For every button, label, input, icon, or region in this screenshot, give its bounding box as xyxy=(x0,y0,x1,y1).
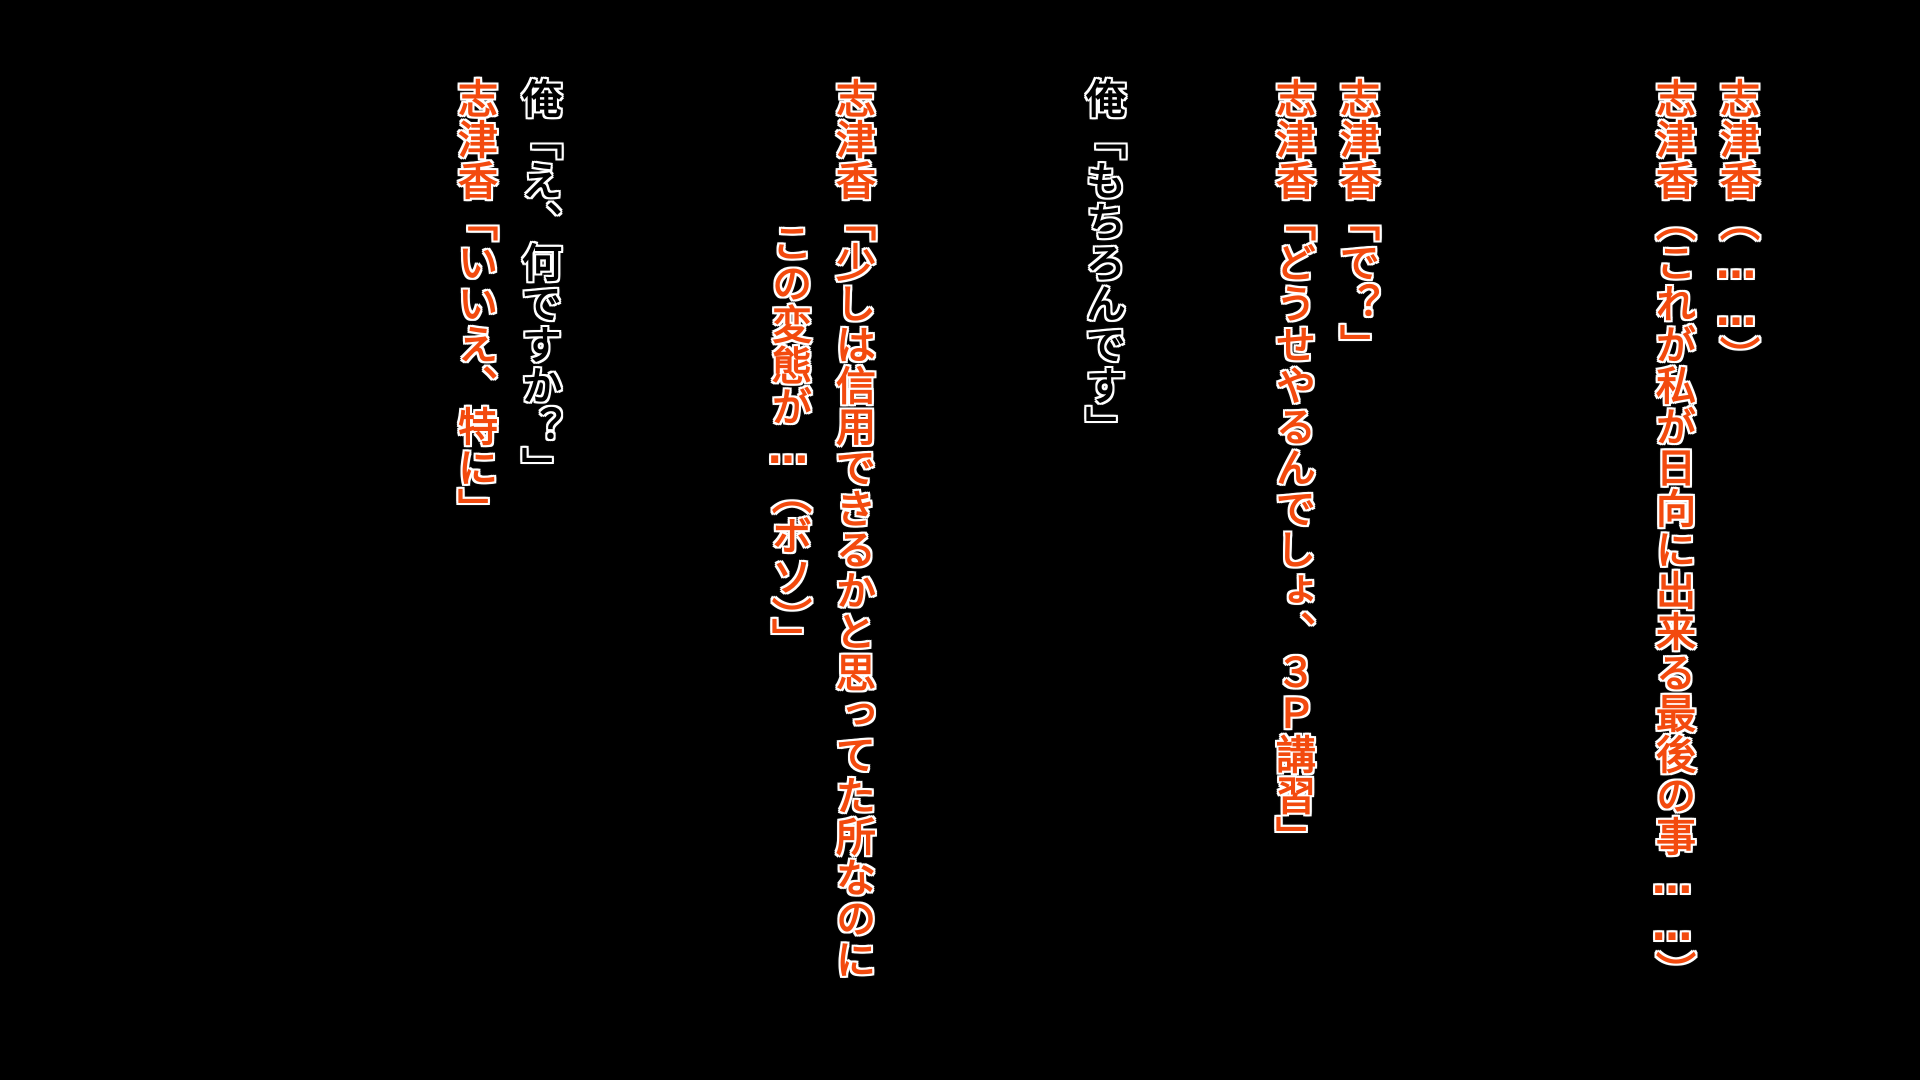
dialogue-line-shizuka-nothing: 志津香「いいえ、特に」 xyxy=(450,77,498,530)
dialogue-line-shizuka-mutter: この変態が…（ボソ）」 xyxy=(764,221,812,660)
dialogue-line-shizuka-silence: 志津香（……） xyxy=(1712,77,1760,378)
dialogue-line-shizuka-de: 志津香「で？」 xyxy=(1332,77,1380,366)
dialogue-line-shizuka-last-thing: 志津香（これが私が日向に出来る最後の事……） xyxy=(1648,77,1696,993)
dialogue-line-ore-what: 俺「え、何ですか？」 xyxy=(514,77,562,489)
dialogue-line-ore-of-course: 俺「もちろんです」 xyxy=(1078,77,1126,448)
dialogue-line-shizuka-lecture: 志津香「どうせやるんでしょ、３Ｐ講習」 xyxy=(1268,77,1316,858)
dialogue-line-shizuka-trust: 志津香「少しは信用できるかと思ってた所なのに xyxy=(828,77,876,981)
